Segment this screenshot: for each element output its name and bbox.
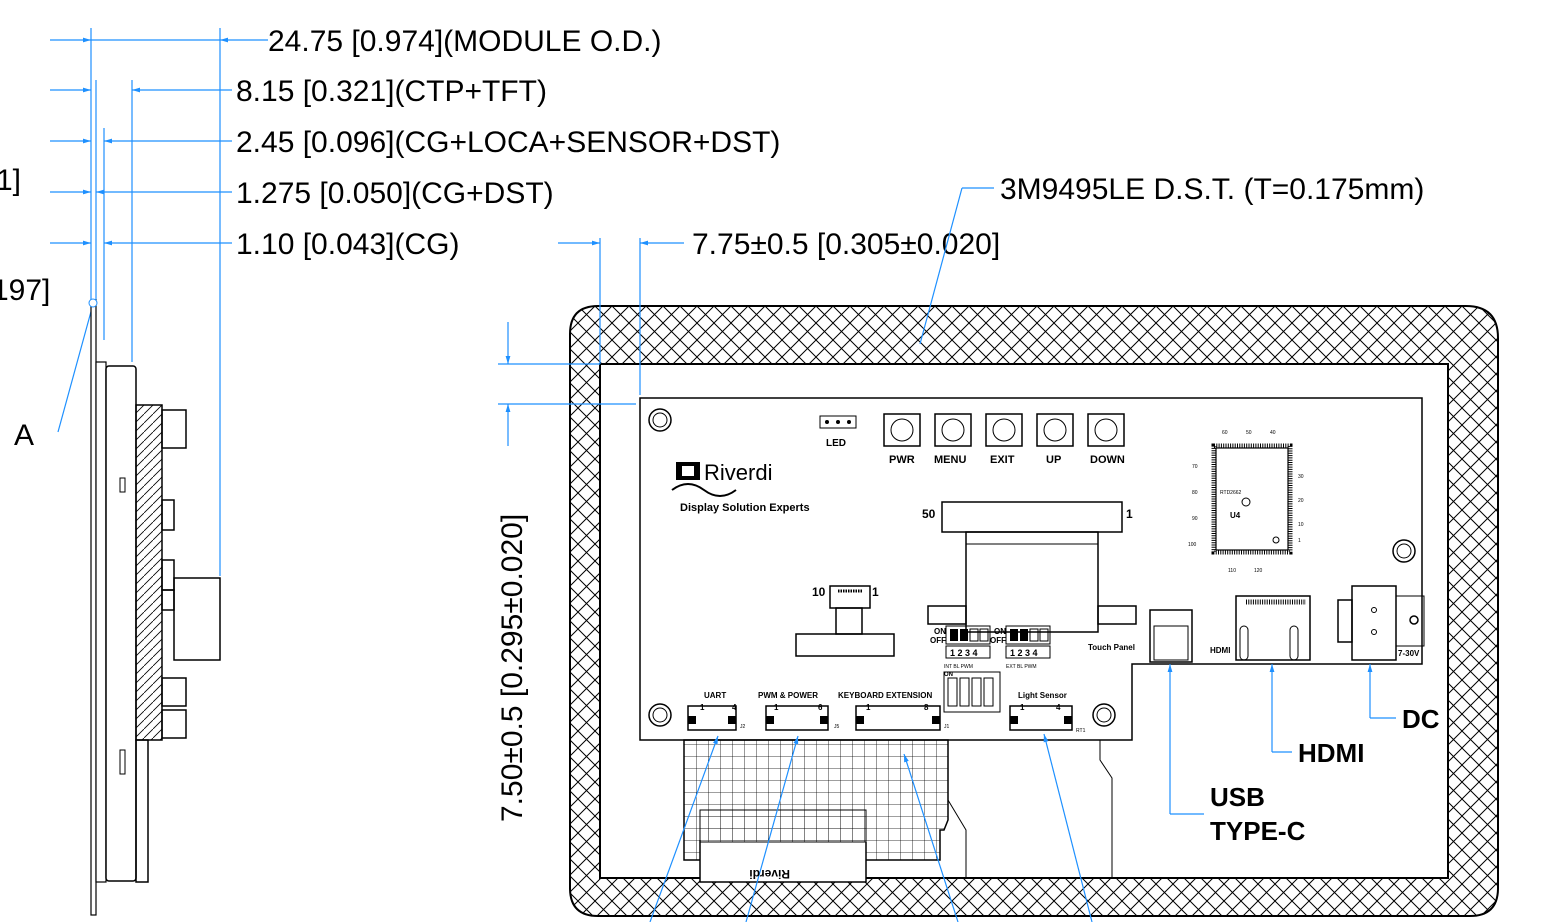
conn-pwm-ref: J5 (834, 724, 840, 730)
dim-ctp-tft: 8.15 [0.321](CTP+TFT) (236, 75, 547, 108)
conn-keyboard-label: KEYBOARD EXTENSION (838, 691, 932, 700)
dip-on-3: ON (944, 672, 953, 678)
chip-pin-40: 40 (1270, 430, 1276, 436)
btn-label-up: UP (1046, 454, 1061, 466)
chip-pin-20: 20 (1298, 498, 1304, 504)
dim-left-clipped-1: 1] (0, 164, 21, 197)
dip-nums-1: 1 2 3 4 (950, 648, 978, 658)
dim-left-clipped-2: 197] (0, 274, 50, 307)
qfp-chip (1211, 443, 1293, 555)
touch-panel-label: Touch Panel (1088, 643, 1135, 652)
tact-buttons (883, 413, 1125, 447)
conn-light-pin1: 1 (1020, 703, 1025, 712)
dim-top-offset: 7.50±0.5 [0.295±0.020] (496, 514, 529, 822)
side-view (50, 28, 268, 916)
dim-side-offset: 7.75±0.5 [0.305±0.020] (692, 228, 1000, 261)
chip-ref: U4 (1230, 511, 1241, 520)
dip-on-1: ON (934, 627, 946, 636)
hdmi-callout: HDMI (1298, 738, 1364, 768)
dim-cg: 1.10 [0.043](CG) (236, 228, 459, 261)
pin-headers (687, 705, 1073, 731)
conn-uart-ref: J2 (740, 724, 746, 730)
small-fpc-pin-1: 1 (872, 585, 879, 599)
chip-pin-1: 1 (1298, 538, 1301, 544)
conn-pwm-pins: 6 (818, 703, 823, 712)
conn-pwm-pin1: 1 (774, 703, 779, 712)
dst-callout: 3M9495LE D.S.T. (T=0.175mm) (1000, 173, 1424, 206)
btn-label-down: DOWN (1090, 454, 1125, 466)
btn-label-menu: MENU (934, 454, 966, 466)
chip-pin-80: 80 (1192, 490, 1198, 496)
chip-pin-70: 70 (1192, 464, 1198, 470)
dip-nums-2: 1 2 3 4 (1010, 648, 1038, 658)
flex-logo: Riverdi (749, 867, 790, 881)
dc-callout: DC (1402, 704, 1440, 734)
chip-pin-10: 10 (1298, 522, 1304, 528)
chip-pin-100: 100 (1188, 542, 1197, 548)
btn-label-exit: EXIT (990, 454, 1015, 466)
chip-pin-110: 110 (1228, 568, 1236, 574)
conn-uart-pins: 4 (732, 703, 737, 712)
conn-light-pins: 4 (1056, 703, 1061, 712)
chip-pin-50: 50 (1246, 430, 1252, 436)
dip-off-2: OFF (990, 636, 1006, 645)
dim-cg-dst: 1.275 [0.050](CG+DST) (236, 177, 554, 210)
conn-uart-pin1: 1 (700, 703, 705, 712)
fpc-pin-50: 50 (922, 507, 936, 521)
dip-label-2: EXT BL PWM (1006, 664, 1037, 670)
conn-keyboard-ref: J1 (944, 724, 950, 730)
conn-uart-label: UART (704, 691, 726, 700)
fpc-pin-1: 1 (1126, 507, 1133, 521)
dip-off-1: OFF (930, 636, 946, 645)
dip-on-2: ON (994, 627, 1006, 636)
btn-label-pwr: PWR (889, 454, 915, 466)
chip-pin-120: 120 (1254, 568, 1263, 574)
chip-name: RTD2662 (1220, 490, 1242, 496)
chip-pin-60: 60 (1222, 430, 1228, 436)
chip-pin-30: 30 (1298, 474, 1304, 480)
chip-pin-90: 90 (1192, 516, 1198, 522)
rear-view (569, 305, 1499, 917)
conn-light-label: Light Sensor (1018, 691, 1067, 700)
conn-keyboard-pins: 8 (924, 703, 929, 712)
conn-light-ref: RT1 (1076, 728, 1086, 734)
dip-label-1: INT BL PWM (944, 664, 973, 670)
led-label: LED (826, 438, 846, 449)
hdmi-port-label: HDMI (1210, 646, 1230, 655)
riverdi-tagline: Display Solution Experts (680, 502, 810, 514)
dim-cg-loca-sensor-dst: 2.45 [0.096](CG+LOCA+SENSOR+DST) (236, 126, 780, 159)
detail-a-label: A (14, 419, 34, 452)
conn-keyboard-pin1: 1 (866, 703, 871, 712)
dc-range-label: 7-30V (1398, 649, 1420, 658)
usb-callout-line2: TYPE-C (1210, 816, 1306, 846)
usb-callout-line1: USB (1210, 782, 1265, 812)
riverdi-logo: Riverdi (704, 460, 772, 485)
dip-switches (943, 625, 1051, 713)
conn-pwm-label: PWM & POWER (758, 691, 818, 700)
dim-module-od: 24.75 [0.974](MODULE O.D.) (268, 25, 662, 58)
small-fpc-pin-10: 10 (812, 585, 826, 599)
